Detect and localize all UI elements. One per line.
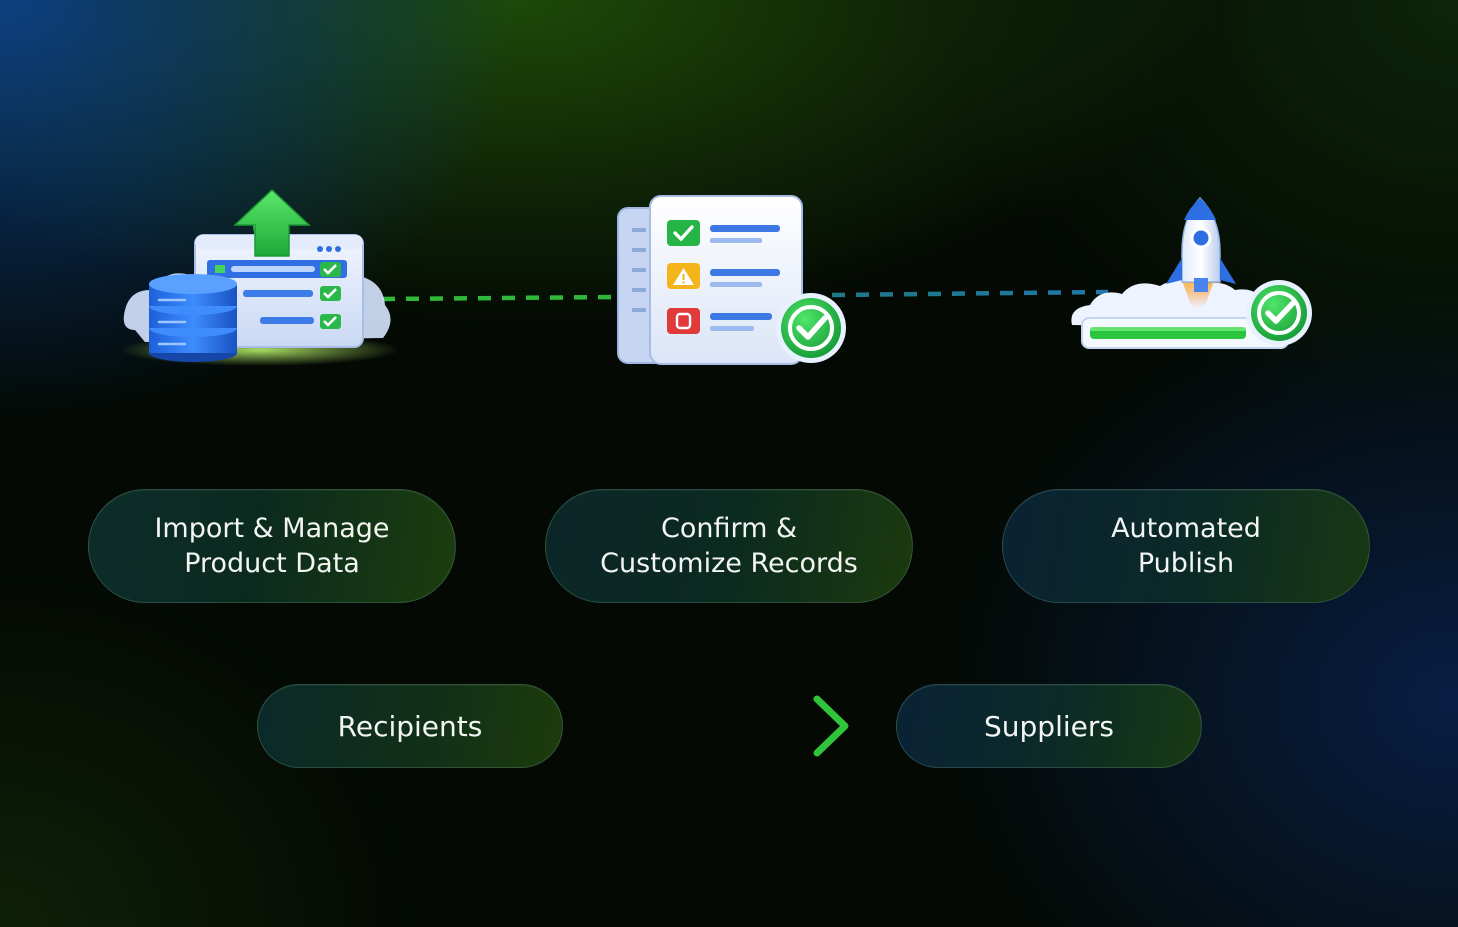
step-publish-label-line1: Automated: [1111, 513, 1261, 544]
step-connectors: [381, 289, 1109, 302]
recipients-pill: Recipients: [257, 684, 563, 768]
step-import-label-line1: Import & Manage: [154, 513, 390, 544]
rocket-launch-icon: [1071, 196, 1312, 349]
connector-step1-step2: [381, 294, 621, 302]
step-confirm-label-line2: Customize Records: [600, 548, 858, 579]
step-confirm-customize: Confirm & Customize Records: [545, 489, 913, 603]
step-import-manage: Import & Manage Product Data: [88, 489, 456, 603]
step-publish-label-line2: Publish: [1137, 548, 1235, 579]
step-automated-publish: Automated Publish: [1002, 489, 1370, 603]
suppliers-label: Suppliers: [984, 709, 1114, 743]
right-arrow-icon: [609, 695, 849, 757]
step-confirm-label-line1: Confirm &: [660, 513, 798, 544]
checklist-document-icon: [617, 195, 846, 365]
database-upload-icon: [120, 188, 400, 366]
suppliers-pill: Suppliers: [896, 684, 1202, 768]
recipients-label: Recipients: [337, 709, 483, 743]
step-import-label-line2: Product Data: [184, 548, 360, 579]
